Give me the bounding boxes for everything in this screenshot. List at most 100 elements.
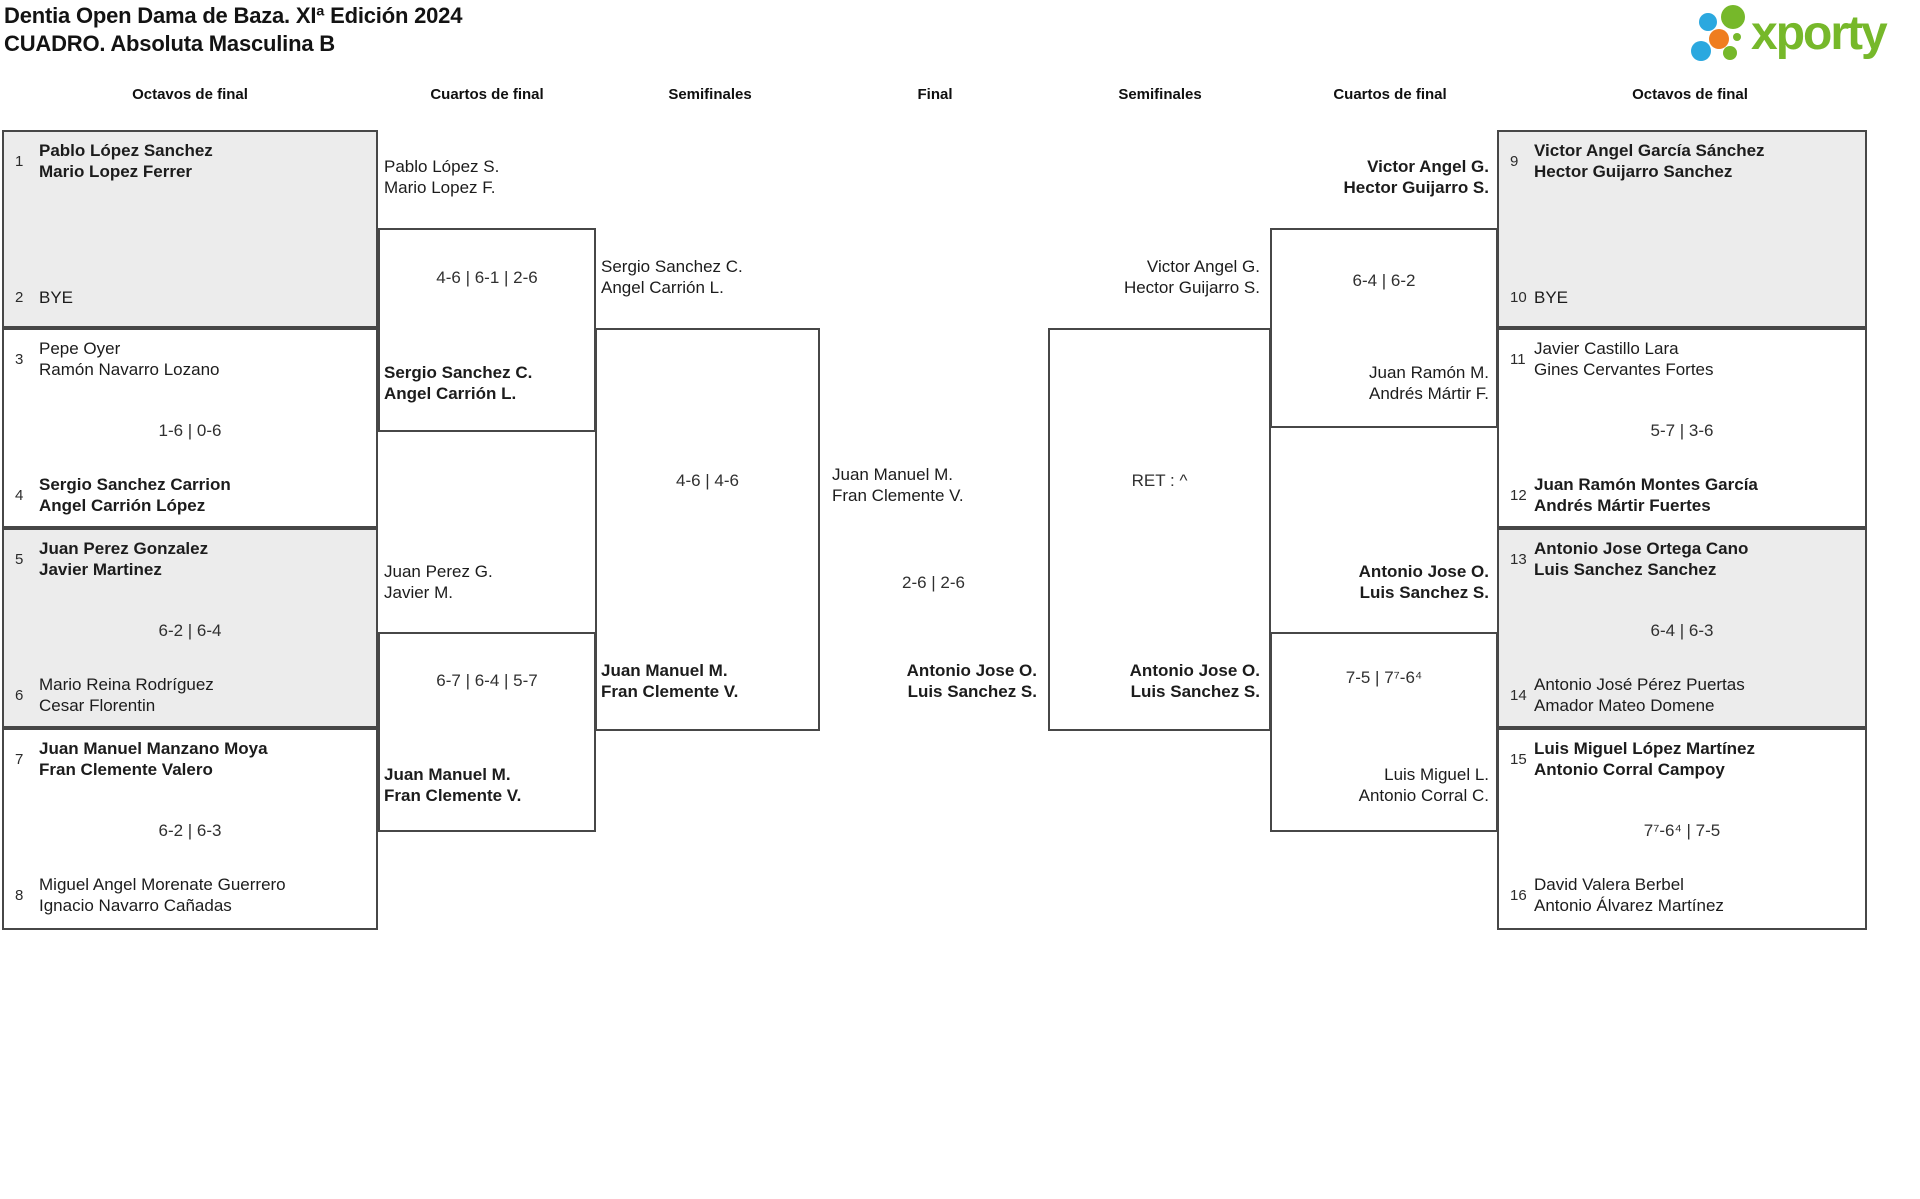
team-names: Sergio Sanchez Carrion Angel Carrión Lóp… xyxy=(39,474,231,516)
sf-right-team-bottom: Antonio Jose O. Luis Sanchez S. xyxy=(1130,660,1260,702)
qf-left-2-team-bottom: Juan Manuel M. Fran Clemente V. xyxy=(384,764,521,806)
seed-number: 6 xyxy=(15,686,24,704)
player-line: Luis Sanchez S. xyxy=(1130,682,1260,701)
team-row: 13 Antonio Jose Ortega Cano Luis Sanchez… xyxy=(1504,536,1860,582)
player-line: Antonio Álvarez Martínez xyxy=(1534,896,1724,915)
match-box-r16-left-3: 5 Juan Perez Gonzalez Javier Martinez 6-… xyxy=(2,528,378,728)
team-row: 3 Pepe Oyer Ramón Navarro Lozano xyxy=(9,336,371,382)
match-box-r16-right-2: 11 Javier Castillo Lara Gines Cervantes … xyxy=(1497,328,1867,528)
qf-right-1-team-top: Victor Angel G. Hector Guijarro S. xyxy=(1344,156,1489,198)
round-header-sf-left: Semifinales xyxy=(668,86,752,103)
player-line: Antonio Corral Campoy xyxy=(1534,760,1725,779)
seed-number: 5 xyxy=(15,550,24,568)
final-team-top: Juan Manuel M. Fran Clemente V. xyxy=(832,464,964,506)
player-line: Antonio Corral C. xyxy=(1358,786,1489,805)
player-line: Victor Angel G. xyxy=(1367,157,1489,176)
player-line: Juan Perez G. xyxy=(384,562,493,581)
team-names: BYE xyxy=(1534,287,1568,308)
match-score: 1-6 | 0-6 xyxy=(158,421,222,440)
sf-right-team-top: Victor Angel G. Hector Guijarro S. xyxy=(1124,256,1260,298)
player-line: Andrés Mártir Fuertes xyxy=(1534,496,1711,515)
final-team-bottom: Antonio Jose O. Luis Sanchez S. xyxy=(907,660,1037,702)
logo-dot-blue-top-icon xyxy=(1699,13,1717,31)
player-line: Javier M. xyxy=(384,583,453,602)
player-line: Victor Angel García Sánchez xyxy=(1534,141,1765,160)
team-names: Luis Miguel López Martínez Antonio Corra… xyxy=(1534,738,1755,780)
player-line: David Valera Berbel xyxy=(1534,875,1684,894)
player-line: Miguel Angel Morenate Guerrero xyxy=(39,875,286,894)
player-line: Fran Clemente V. xyxy=(832,486,964,505)
team-names: Mario Reina Rodríguez Cesar Florentin xyxy=(39,674,214,716)
qf-right-1-team-bottom: Juan Ramón M. Andrés Mártir F. xyxy=(1369,362,1489,404)
player-line: Cesar Florentin xyxy=(39,696,156,715)
round-header-r16-right: Octavos de final xyxy=(1632,86,1748,103)
qf-right-2-team-bottom: Luis Miguel L. Antonio Corral C. xyxy=(1359,764,1489,806)
team-names: Pepe Oyer Ramón Navarro Lozano xyxy=(39,338,219,380)
round-header-qf-left: Cuartos de final xyxy=(430,86,544,103)
match-box-r16-left-2: 3 Pepe Oyer Ramón Navarro Lozano 1-6 | 0… xyxy=(2,328,378,528)
team-row: 9 Victor Angel García Sánchez Hector Gui… xyxy=(1504,138,1860,184)
logo-dot-orange-icon xyxy=(1709,29,1729,49)
seed-number: 3 xyxy=(15,350,24,368)
player-line: Juan Ramón M. xyxy=(1369,363,1489,382)
player-line: Antonio Jose Ortega Cano xyxy=(1534,539,1749,558)
player-line: BYE xyxy=(39,287,74,307)
qf-left-1-team-bottom: Sergio Sanchez C. Angel Carrión L. xyxy=(384,362,532,404)
player-line: Angel Carrión L. xyxy=(601,278,724,297)
seed-number: 8 xyxy=(15,886,24,904)
logo-dot-green-small-icon xyxy=(1723,46,1737,60)
team-row: 5 Juan Perez Gonzalez Javier Martinez xyxy=(9,536,371,582)
team-names: Victor Angel García Sánchez Hector Guija… xyxy=(1534,140,1765,182)
player-line: Juan Manuel M. xyxy=(832,465,953,484)
round-header-final: Final xyxy=(917,86,953,103)
page-title: Dentia Open Dama de Baza. XIª Edición 20… xyxy=(4,3,463,28)
player-line: Sergio Sanchez Carrion xyxy=(39,475,231,494)
player-line: Mario Reina Rodríguez xyxy=(39,675,214,694)
player-line: Luis Sanchez S. xyxy=(1359,583,1489,602)
player-line: Antonio Jose O. xyxy=(906,661,1037,680)
player-line: Gines Cervantes Fortes xyxy=(1534,360,1714,379)
player-line: Juan Manuel M. xyxy=(384,765,511,784)
qf-left-2-team-top: Juan Perez G. Javier M. xyxy=(384,561,493,603)
seed-number: 13 xyxy=(1510,550,1527,568)
team-row: 6 Mario Reina Rodríguez Cesar Florentin xyxy=(9,672,371,718)
player-line: Andrés Mártir F. xyxy=(1369,384,1489,403)
player-line: Luis Sanchez S. xyxy=(907,682,1037,701)
seed-number: 12 xyxy=(1510,486,1527,504)
match-score: 6-4 | 6-3 xyxy=(1650,621,1714,640)
sf-left-team-bottom: Juan Manuel M. Fran Clemente V. xyxy=(601,660,738,702)
match-box-r16-right-1: 9 Victor Angel García Sánchez Hector Gui… xyxy=(1497,130,1867,328)
player-line: Fran Clemente Valero xyxy=(39,760,213,779)
team-names: Antonio José Pérez Puertas Amador Mateo … xyxy=(1534,674,1745,716)
qf-left-1-team-top: Pablo López S. Mario Lopez F. xyxy=(384,156,499,198)
final-score: 2-6 | 2-6 xyxy=(901,573,965,592)
match-box-qf-left-2 xyxy=(378,632,596,832)
team-names: Miguel Angel Morenate Guerrero Ignacio N… xyxy=(39,874,286,916)
match-box-r16-left-1: 1 Pablo López Sanchez Mario Lopez Ferrer… xyxy=(2,130,378,328)
player-line: Sergio Sanchez C. xyxy=(384,363,533,382)
qf-left-1-score: 4-6 | 6-1 | 2-6 xyxy=(436,268,538,287)
logo-wordmark: xporty xyxy=(1751,7,1888,60)
round-header-sf-right: Semifinales xyxy=(1118,86,1202,103)
seed-number: 14 xyxy=(1510,686,1527,704)
player-line: Antonio José Pérez Puertas xyxy=(1534,675,1745,694)
player-line: Luis Sanchez Sanchez xyxy=(1534,560,1717,579)
page-subtitle: CUADRO. Absoluta Masculina B xyxy=(4,31,335,56)
match-score: 7⁷-6⁴ | 7-5 xyxy=(1643,821,1721,840)
team-names: Antonio Jose Ortega Cano Luis Sanchez Sa… xyxy=(1534,538,1748,580)
match-box-sf-right xyxy=(1048,328,1271,731)
round-header-qf-right: Cuartos de final xyxy=(1333,86,1447,103)
player-line: Hector Guijarro Sanchez xyxy=(1534,162,1733,181)
seed-number: 11 xyxy=(1510,350,1526,368)
qf-left-2-score: 6-7 | 6-4 | 5-7 xyxy=(436,671,538,690)
sf-left-score: 4-6 | 4-6 xyxy=(675,471,739,490)
team-row: 10 BYE xyxy=(1504,274,1860,320)
player-line: Luis Miguel L. xyxy=(1384,765,1489,784)
player-line: Angel Carrión L. xyxy=(384,384,517,403)
team-names: David Valera Berbel Antonio Álvarez Mart… xyxy=(1534,874,1724,916)
team-names: Juan Manuel Manzano Moya Fran Clemente V… xyxy=(39,738,268,780)
logo-dot-green-big-icon xyxy=(1721,5,1745,29)
player-line: Pepe Oyer xyxy=(39,339,121,358)
team-names: Juan Perez Gonzalez Javier Martinez xyxy=(39,538,208,580)
player-line: BYE xyxy=(1534,287,1569,307)
